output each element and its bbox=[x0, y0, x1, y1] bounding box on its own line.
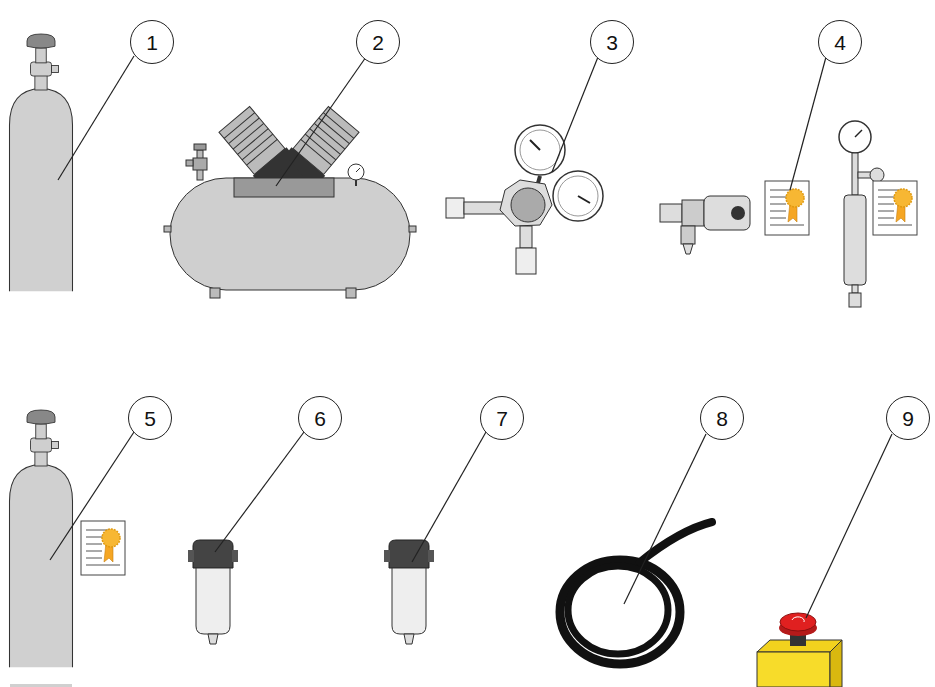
callout-circle: 8 bbox=[700, 396, 744, 440]
callout-number: 5 bbox=[144, 408, 156, 429]
callout-circle: 5 bbox=[128, 396, 172, 440]
callout-circle: 2 bbox=[356, 20, 400, 64]
callout-circle: 9 bbox=[886, 396, 930, 440]
callout-number: 1 bbox=[146, 32, 158, 53]
callout-number: 2 bbox=[372, 32, 384, 53]
callout-circle: 3 bbox=[590, 20, 634, 64]
callout-number: 3 bbox=[606, 32, 618, 53]
callout-number: 4 bbox=[834, 32, 846, 53]
callout-number: 6 bbox=[314, 408, 326, 429]
callout-number: 9 bbox=[902, 408, 914, 429]
callout-circle: 1 bbox=[130, 20, 174, 64]
callout-circle: 4 bbox=[818, 20, 862, 64]
callout-circle: 6 bbox=[298, 396, 342, 440]
callout-number: 8 bbox=[716, 408, 728, 429]
callout-number: 7 bbox=[496, 408, 508, 429]
callout-circle: 7 bbox=[480, 396, 524, 440]
